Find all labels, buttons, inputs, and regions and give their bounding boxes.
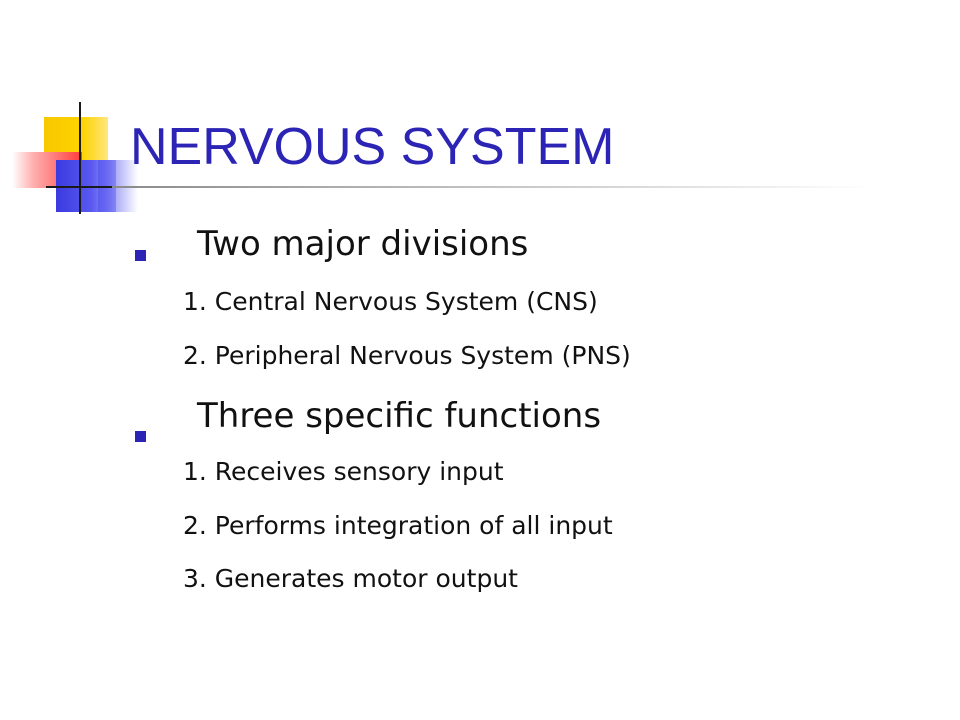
section-heading-divisions: Two major divisions	[197, 224, 529, 264]
square-bullet-icon	[135, 431, 146, 442]
list-item: 3. Generates motor output	[183, 564, 518, 593]
list-item: 2. Performs integration of all input	[183, 511, 613, 540]
slide-title: NERVOUS SYSTEM	[130, 118, 615, 176]
title-underline	[112, 186, 872, 188]
logo-horizontal-line	[46, 186, 128, 188]
section-heading-functions: Three specific functions	[197, 396, 602, 436]
logo-vertical-line	[79, 102, 81, 214]
square-bullet-icon	[135, 250, 146, 261]
list-item: 1. Receives sensory input	[183, 457, 504, 486]
list-item: 2. Peripheral Nervous System (PNS)	[183, 341, 631, 370]
list-item: 1. Central Nervous System (CNS)	[183, 287, 598, 316]
